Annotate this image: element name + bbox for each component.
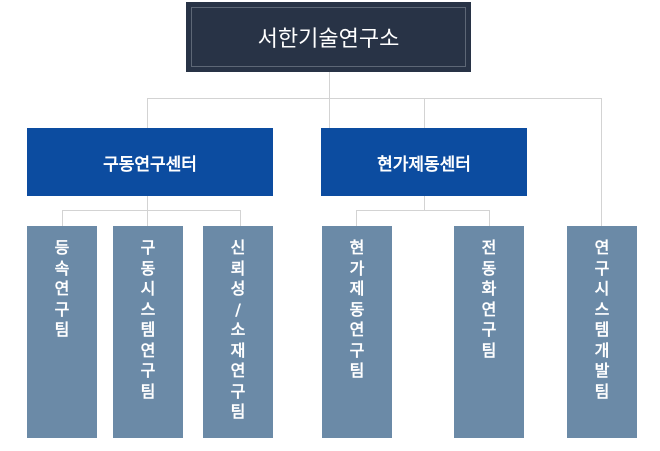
connector-to-center-1 xyxy=(147,98,148,128)
center-box-suspension-brake: 현가제동센터 xyxy=(321,128,527,196)
connector-team-5 xyxy=(489,210,490,226)
connector-to-direct-team xyxy=(601,98,602,226)
connector-team-3 xyxy=(240,210,241,226)
center-title: 현가제동센터 xyxy=(377,154,471,175)
connector-to-center-2 xyxy=(424,98,425,128)
connector-center-2-down xyxy=(424,196,425,210)
connector-center-1-horizontal xyxy=(62,210,241,211)
center-box-drive: 구동연구센터 xyxy=(27,128,273,196)
org-root-title: 서한기술연구소 xyxy=(191,7,466,67)
org-root-box: 서한기술연구소 xyxy=(186,2,471,72)
connector-center-1-down xyxy=(147,196,148,226)
connector-team-1 xyxy=(62,210,63,226)
center-title: 구동연구센터 xyxy=(103,154,197,175)
connector-team-4 xyxy=(356,210,357,226)
connector-hq-down xyxy=(329,72,330,128)
connector-center-2-horizontal xyxy=(356,210,490,211)
connector-level1-horizontal xyxy=(147,98,602,99)
